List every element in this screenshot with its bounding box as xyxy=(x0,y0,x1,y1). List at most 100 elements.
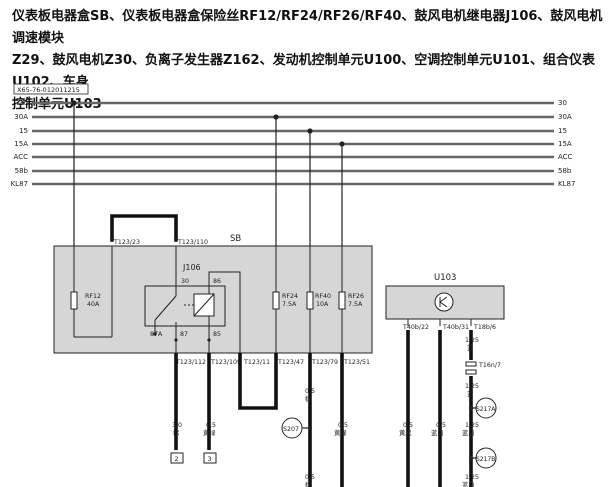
power-rails xyxy=(32,101,554,186)
junction-dot xyxy=(339,141,345,147)
ref-label: 3 xyxy=(208,455,212,463)
wire-color: 蓝白 xyxy=(462,428,475,437)
title-line-3: 控制单元U103 xyxy=(12,97,102,112)
fuse-rf12: RF12 40A xyxy=(70,291,101,310)
connector-t40b-31: T40b/31 xyxy=(442,324,469,331)
splice-label: S217B xyxy=(476,456,495,463)
wire-color: 棕 xyxy=(305,480,312,487)
junction-dot xyxy=(469,406,473,410)
connector-t123-109: T123/109 xyxy=(210,359,241,366)
rail-label-right-kl87: KL87 xyxy=(558,180,575,188)
connector-t123-51: T123/51 xyxy=(343,359,370,366)
sb-bottom-connectors: T123/112 T123/109 T123/11 T123/47 T123/7… xyxy=(175,359,370,366)
diagram-id-box xyxy=(13,83,89,95)
fuse-symbol xyxy=(338,291,346,310)
wire-internal xyxy=(208,271,241,353)
rail-label-30: 30 xyxy=(19,99,28,107)
relay-pin-86: 86 xyxy=(213,278,221,285)
u103-label: U103 xyxy=(434,273,456,283)
rail-label-right-30a: 30A xyxy=(558,113,572,121)
connector-t123-79: T123/79 xyxy=(311,359,338,366)
fuse-name: RF24 xyxy=(282,293,298,300)
wire-color: 棕 xyxy=(173,428,180,437)
rail-labels-left: 30 30A 15 15A ACC 58b KL87 xyxy=(11,99,29,188)
rail-label-30a: 30A xyxy=(14,113,28,121)
rail-label-15: 15 xyxy=(19,127,28,135)
fuse-name: RF12 xyxy=(85,293,101,300)
connector-t18b-6: T18b/6 xyxy=(473,324,496,331)
junction-dot xyxy=(308,426,312,430)
sb-output-wires xyxy=(174,353,344,487)
wire-size: 0.5 xyxy=(206,422,216,429)
connector-t123-110: T123/110 xyxy=(177,239,208,246)
fuse-symbol xyxy=(70,291,78,310)
rail-taps xyxy=(71,100,345,246)
fuse-rf24: RF24 7.5A xyxy=(272,291,298,310)
connector-symbol xyxy=(465,369,477,375)
fuse-rating: 7.5A xyxy=(348,301,363,308)
relay-pin-87a: 87A xyxy=(150,331,163,338)
wire-labels: 3.0 棕 0.5 黄绿 0.5 棕 0.5 棕 0.5 黄绿 xyxy=(172,388,348,487)
relay-pin-85: 85 xyxy=(213,331,221,338)
wire-size: 0.5 xyxy=(403,422,413,429)
rail-label-right-acc: ACC xyxy=(558,153,573,161)
transistor-icon xyxy=(434,292,454,312)
ref-box-2 xyxy=(170,452,184,464)
relay-coil-diag xyxy=(193,293,215,317)
connector-t123-112: T123/112 xyxy=(175,359,206,366)
wire-color: 蓝白 xyxy=(431,428,444,437)
diagram-id: X65-76-012011215 xyxy=(17,86,80,94)
fuse-name: RF40 xyxy=(315,293,331,300)
transistor-symbol xyxy=(439,296,448,308)
ref-label: 2 xyxy=(175,455,179,463)
junction-dot xyxy=(273,114,279,120)
fuse-rating: 10A xyxy=(316,301,329,308)
wire-color: 蓝 xyxy=(467,343,474,352)
u103-internal-leads xyxy=(407,319,472,326)
fuse-rating: 7.5A xyxy=(282,301,297,308)
fuse-symbol xyxy=(272,291,280,310)
fuse-name: RF26 xyxy=(348,293,364,300)
fuse-rf40: RF40 10A xyxy=(306,291,331,310)
rail-label-right-58b: 58b xyxy=(558,167,572,175)
connector-symbol xyxy=(465,361,477,367)
junction-dot xyxy=(469,456,473,460)
splice-label: S217A xyxy=(476,406,496,413)
relay-pin-30: 30 xyxy=(181,278,189,285)
wire-size: 3.0 xyxy=(172,422,182,429)
fuse-symbol xyxy=(306,291,314,310)
relay-pin-87: 87 xyxy=(180,331,188,338)
sb-label: SB xyxy=(230,234,241,244)
wire-size: 1.25 xyxy=(465,422,479,429)
ref-box-3 xyxy=(203,452,217,464)
wire-size: 0.5 xyxy=(338,422,348,429)
connector-t123-23: T123/23 xyxy=(113,239,140,246)
wire-loop-t123-11-47 xyxy=(238,353,278,410)
junction-dot xyxy=(174,238,178,242)
rail-label-acc: ACC xyxy=(14,153,29,161)
title-line-1: 仪表板电器盒SB、仪表板电器盒保险丝RF12/RF24/RF26/RF40、鼓风… xyxy=(12,9,603,46)
connector-t40b-22: T40b/22 xyxy=(402,324,429,331)
inline-connector-label: T16n/7 xyxy=(478,362,501,369)
diagram-title: 仪表板电器盒SB、仪表板电器盒保险丝RF12/RF24/RF26/RF40、鼓风… xyxy=(12,6,607,116)
connector-t123-11: T123/11 xyxy=(243,359,270,366)
fuse-rf26: RF26 7.5A xyxy=(338,291,364,310)
wire-color: 黄黑 xyxy=(399,428,412,437)
rail-label-right-15a: 15A xyxy=(558,140,572,148)
wire-color: 蓝 xyxy=(467,389,474,398)
inline-connector-t16n-7: T16n/7 xyxy=(465,361,501,375)
splice-label: S207 xyxy=(283,426,299,433)
rail-label-kl87: KL87 xyxy=(11,180,28,188)
wire-size: 0.5 xyxy=(436,422,446,429)
junction-dot xyxy=(307,128,313,134)
fuse-rating: 40A xyxy=(87,301,100,308)
junction-dot xyxy=(207,338,211,342)
junction-dot xyxy=(110,238,114,242)
rail-label-15a: 15A xyxy=(14,140,28,148)
wire-size: 1.25 xyxy=(465,474,479,481)
bridge-wire-top xyxy=(110,214,178,240)
wire-size: 0.5 xyxy=(305,474,315,481)
junction-dot xyxy=(174,338,178,342)
wire-color: 棕 xyxy=(305,394,312,403)
